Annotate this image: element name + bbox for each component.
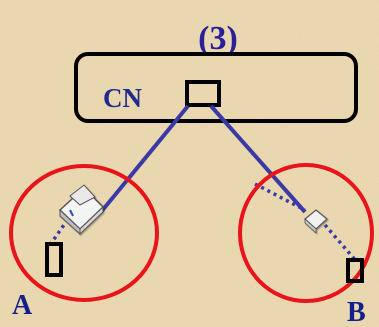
wireless-link-b-upper [254, 182, 306, 212]
base-station-icon [45, 242, 63, 277]
cell-b-circle [238, 163, 374, 303]
cn-label: CN [103, 83, 142, 113]
core-router-icon [185, 80, 221, 107]
wireless-link-a [48, 221, 68, 246]
link-cn-to-host-a [99, 104, 190, 214]
link-cn-to-host-b [209, 104, 307, 214]
step-label: (3) [198, 20, 238, 57]
core-network-box [74, 52, 358, 123]
base-station-icon [346, 258, 364, 283]
mobile-device-icon [304, 209, 328, 234]
cell-a-label: A [12, 290, 33, 321]
wireless-link-b-lower [323, 223, 359, 264]
cell-b-label: B [347, 297, 366, 327]
computer-icon [58, 184, 105, 236]
cell-a-circle [9, 164, 159, 302]
